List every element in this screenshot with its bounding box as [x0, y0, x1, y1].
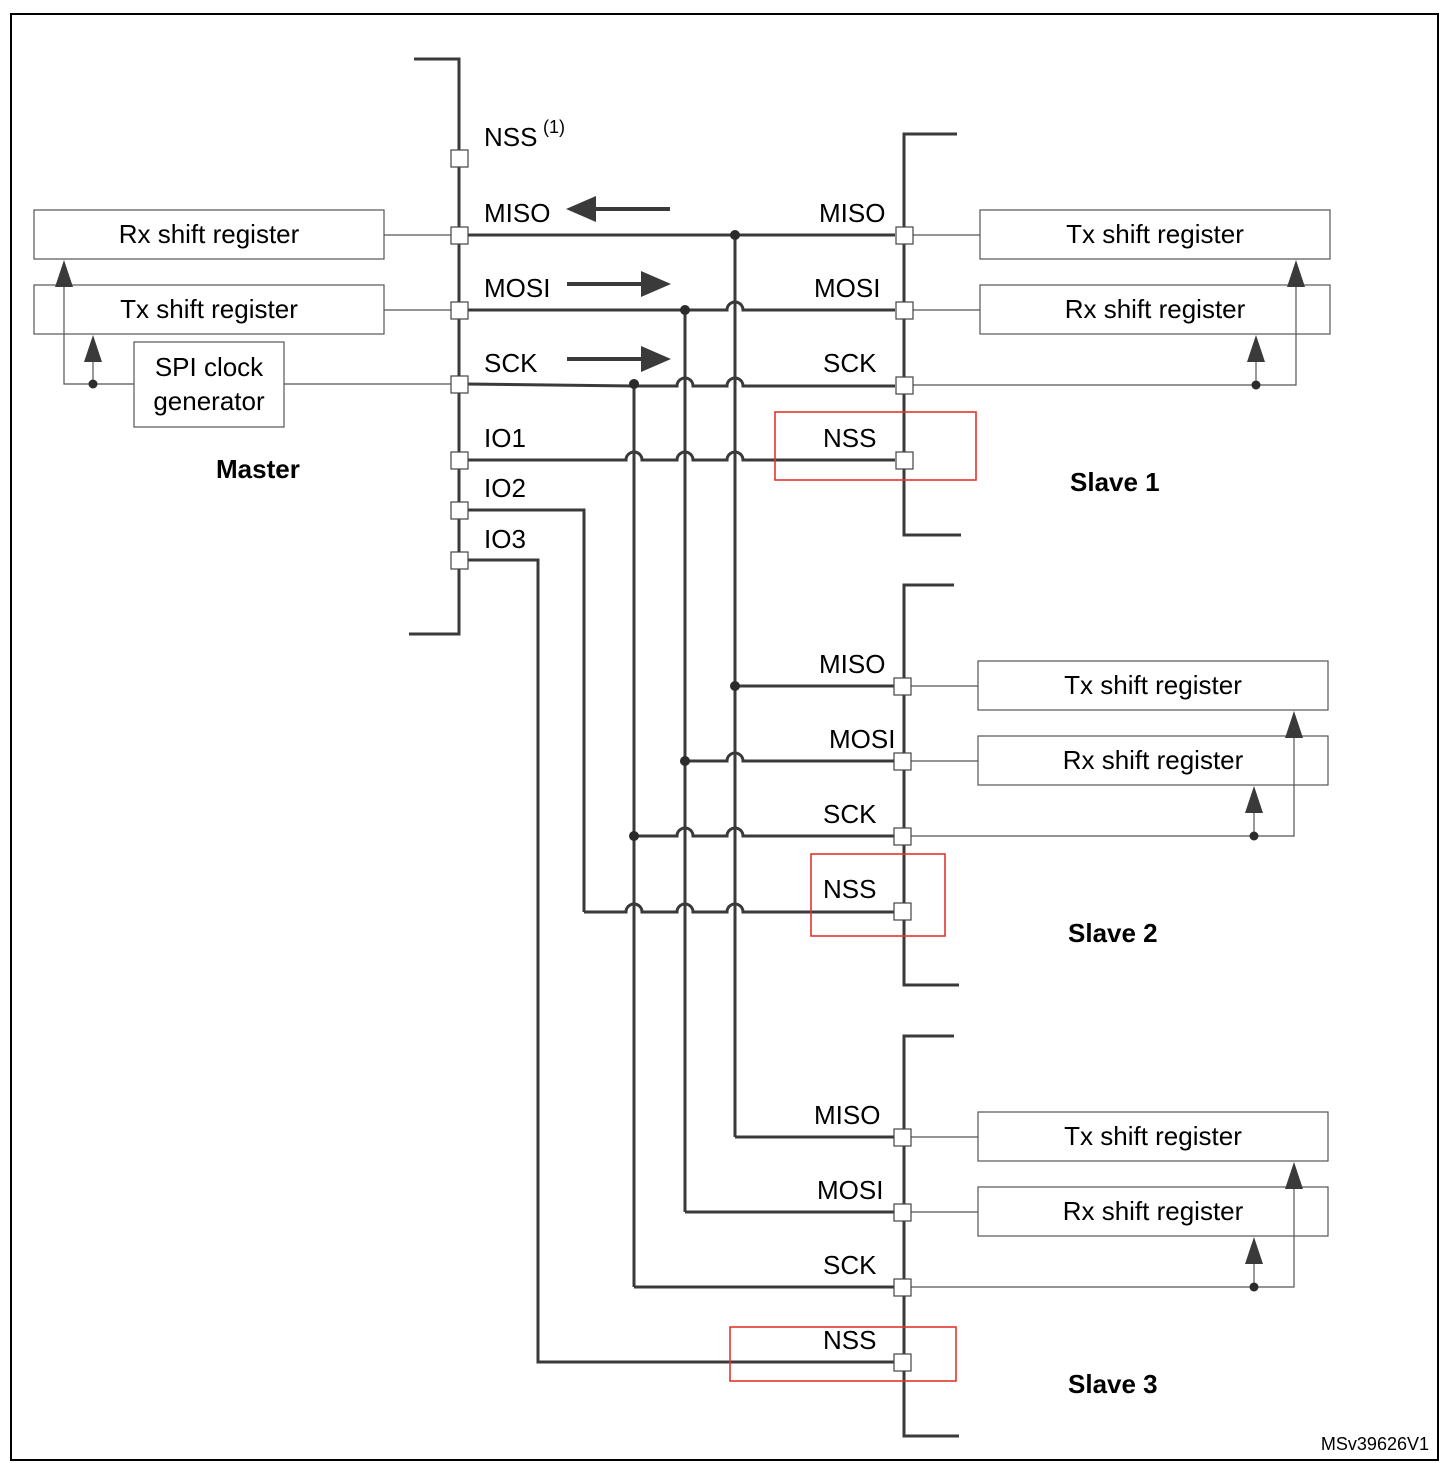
slave2-mosi-label: MOSI: [829, 724, 895, 754]
miso-direction-arrow: [566, 196, 596, 222]
slave1-nss-label: NSS: [823, 423, 876, 453]
slave2-pins: [893, 677, 912, 921]
slave2-nss-label: NSS: [823, 874, 876, 904]
slave3-nss-label: NSS: [823, 1325, 876, 1355]
sck-line-slave2: [634, 826, 895, 838]
slave3-pins: [893, 1128, 912, 1372]
sck-line-slave1: [465, 376, 895, 388]
slave2-bus: [902, 583, 959, 987]
slave1-pins: [895, 226, 914, 470]
io3-line: [466, 558, 895, 1364]
slave1-sck-label: SCK: [823, 348, 877, 378]
slave3-label: Slave 3: [1068, 1369, 1158, 1399]
spi-clock-generator-label-1: SPI clock: [155, 352, 264, 382]
slave3-rx-label: Rx shift register: [1063, 1196, 1244, 1226]
master-miso-label: MISO: [484, 198, 550, 228]
mosi-line-slave2: [685, 751, 895, 763]
sck-direction-arrow: [641, 346, 671, 372]
master-io3-label: IO3: [484, 524, 526, 554]
slave2-label: Slave 2: [1068, 918, 1158, 948]
master-tx-shift-register: [33, 284, 385, 335]
slave1-tx-shift-register: [979, 209, 1331, 260]
master-rx-clock-arrow: [55, 260, 73, 287]
slave1-label: Slave 1: [1070, 467, 1160, 497]
io2-line-slave2: [584, 902, 895, 914]
slave2-rx-label: Rx shift register: [1063, 745, 1244, 775]
slave1-rx-shift-register: [979, 284, 1331, 335]
slave1-tx-label: Tx shift register: [1066, 219, 1244, 249]
io1-line: [466, 450, 895, 462]
slave1-rx-label: Rx shift register: [1065, 294, 1246, 324]
slave2-tx-shift-register: [977, 660, 1329, 711]
slave1-miso-label: MISO: [819, 198, 885, 228]
master-nss-note: (1): [543, 117, 565, 137]
master-bus: [409, 57, 461, 636]
slave2-miso-label: MISO: [819, 649, 885, 679]
slave1-mosi-label: MOSI: [814, 273, 880, 303]
slave2-rx-shift-register: [977, 735, 1329, 786]
slave3-mosi-label: MOSI: [817, 1175, 883, 1205]
slave1-bus: [902, 132, 961, 537]
master-label: Master: [216, 454, 300, 484]
slave3-nss-highlight: [729, 1326, 957, 1382]
mosi-direction-arrow: [641, 271, 671, 297]
slave1-nss-highlight: [774, 411, 977, 481]
slave3-rx-shift-register: [977, 1186, 1329, 1237]
slave3-bus: [902, 1034, 959, 1438]
master-io2-label: IO2: [484, 473, 526, 503]
slave3-tx-label: Tx shift register: [1064, 1121, 1242, 1151]
io2-line: [466, 508, 586, 912]
master-tx-clock-arrow: [84, 335, 102, 362]
mosi-line-slave1: [466, 300, 895, 312]
spi-clock-generator-label-2: generator: [153, 386, 265, 416]
slave2-sck-label: SCK: [823, 799, 877, 829]
slave3-sck-label: SCK: [823, 1250, 877, 1280]
slave3-tx-shift-register: [977, 1111, 1329, 1162]
figure-frame: [10, 13, 1439, 1461]
master-rx-shift-register: [33, 209, 385, 260]
master-io1-label: IO1: [484, 423, 526, 453]
master-tx-shift-register-label: Tx shift register: [120, 294, 298, 324]
master-sck-label: SCK: [484, 348, 538, 378]
figure-reference: MSv39626V1: [1321, 1434, 1429, 1454]
master-mosi-label: MOSI: [484, 273, 550, 303]
slave2-tx-label: Tx shift register: [1064, 670, 1242, 700]
slave2-nss-highlight: [810, 853, 946, 937]
slave3-miso-label: MISO: [814, 1100, 880, 1130]
master-rx-shift-register-label: Rx shift register: [119, 219, 300, 249]
master-pins: [450, 149, 469, 570]
master-nss-label: NSS: [484, 122, 537, 152]
